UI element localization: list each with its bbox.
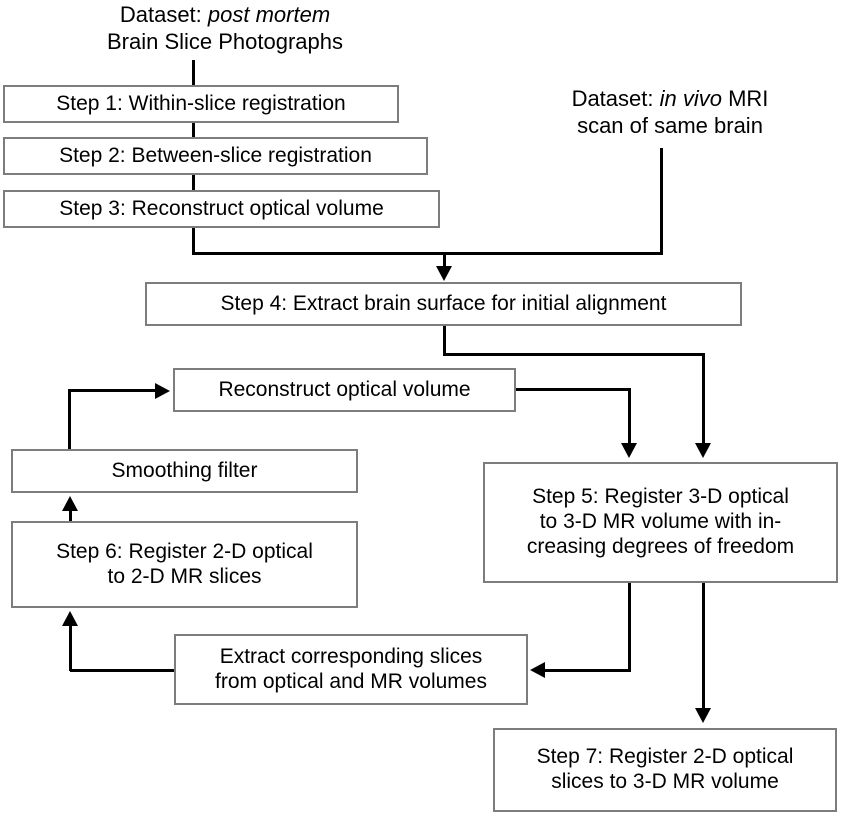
node-reconstruct-label: Reconstruct optical volume — [218, 377, 471, 401]
arrowhead-extract-to-step6 — [62, 611, 78, 626]
edge-extract-to-step6 — [69, 625, 72, 671]
arrowhead-step5-to-extract — [530, 662, 545, 678]
node-reconstruct-optical-volume[interactable]: Reconstruct optical volume — [173, 368, 516, 412]
dataset-invivo-suffix: MRI — [721, 86, 769, 111]
dataset-invivo-line2: scan of same brain — [577, 112, 763, 138]
node-smoothing-filter[interactable]: Smoothing filter — [11, 449, 358, 493]
node-step2[interactable]: Step 2: Between-slice registration — [3, 137, 428, 175]
edge-step4-down — [443, 326, 446, 356]
dataset-postmortem-italic: post mortem — [207, 2, 331, 27]
node-smoothing-label: Smoothing filter — [111, 458, 258, 482]
node-extract-corresponding-slices[interactable]: Extract corresponding slices from optica… — [174, 634, 528, 705]
arrowhead-to-step4 — [436, 266, 452, 281]
edge-step5-to-step7 — [702, 583, 705, 711]
node-step2-label: Step 2: Between-slice registration — [59, 143, 372, 167]
dataset-invivo-italic: in vivo — [659, 86, 722, 111]
node-step1[interactable]: Step 1: Within-slice registration — [3, 85, 399, 123]
edge-smoothing-to-recon — [68, 389, 156, 392]
arrowhead-step5-to-step7 — [695, 708, 711, 723]
arrowhead-recon-to-step5 — [621, 443, 637, 458]
edge-recon-across — [514, 388, 631, 391]
edge-step6-to-smoothing — [69, 510, 72, 523]
node-step7[interactable]: Step 7: Register 2-D optical slices to 3… — [493, 728, 837, 812]
node-step3-label: Step 3: Reconstruct optical volume — [59, 196, 384, 220]
node-extract-label: Extract corresponding slices from optica… — [215, 644, 487, 693]
edge-step4-across — [443, 353, 705, 356]
node-step1-label: Step 1: Within-slice registration — [56, 91, 346, 115]
dataset-invivo-prefix: Dataset: — [571, 86, 660, 111]
edge-junction-to-step4 — [443, 252, 446, 270]
edge-postmortem-to-step1 — [192, 60, 195, 86]
edge-step3-across — [192, 252, 445, 255]
node-step6[interactable]: Step 6: Register 2-D optical to 2-D MR s… — [11, 521, 358, 608]
node-step5-label: Step 5: Register 3-D optical to 3-D MR v… — [526, 485, 795, 558]
node-step4[interactable]: Step 4: Extract brain surface for initia… — [145, 282, 742, 326]
edge-step4-to-step5 — [702, 353, 705, 445]
edge-step5-down-left — [628, 583, 631, 671]
edge-step1-to-step2 — [192, 123, 195, 138]
edge-smoothing-up — [68, 389, 71, 451]
edge-invivo-across — [443, 252, 663, 255]
node-step7-label: Step 7: Register 2-D optical slices to 3… — [536, 745, 794, 793]
edge-step5-to-extract — [545, 669, 631, 672]
arrowhead-step4-to-step5 — [695, 443, 711, 458]
edge-invivo-down — [660, 148, 663, 255]
node-step5[interactable]: Step 5: Register 3-D optical to 3-D MR v… — [483, 462, 838, 583]
node-step6-label: Step 6: Register 2-D optical to 2-D MR s… — [56, 539, 313, 588]
node-step3[interactable]: Step 3: Reconstruct optical volume — [3, 190, 440, 228]
edge-recon-to-step5 — [628, 388, 631, 445]
node-step4-label: Step 4: Extract brain surface for initia… — [220, 291, 667, 315]
edge-extract-across — [70, 669, 176, 672]
arrowhead-step6-to-smoothing — [62, 496, 78, 511]
dataset-postmortem-prefix: Dataset: — [119, 2, 208, 27]
edge-step3-down — [192, 228, 195, 255]
arrowhead-smoothing-to-recon — [155, 383, 170, 399]
dataset-postmortem-line2: Brain Slice Photographs — [106, 28, 344, 54]
edge-step2-to-step3 — [192, 175, 195, 191]
